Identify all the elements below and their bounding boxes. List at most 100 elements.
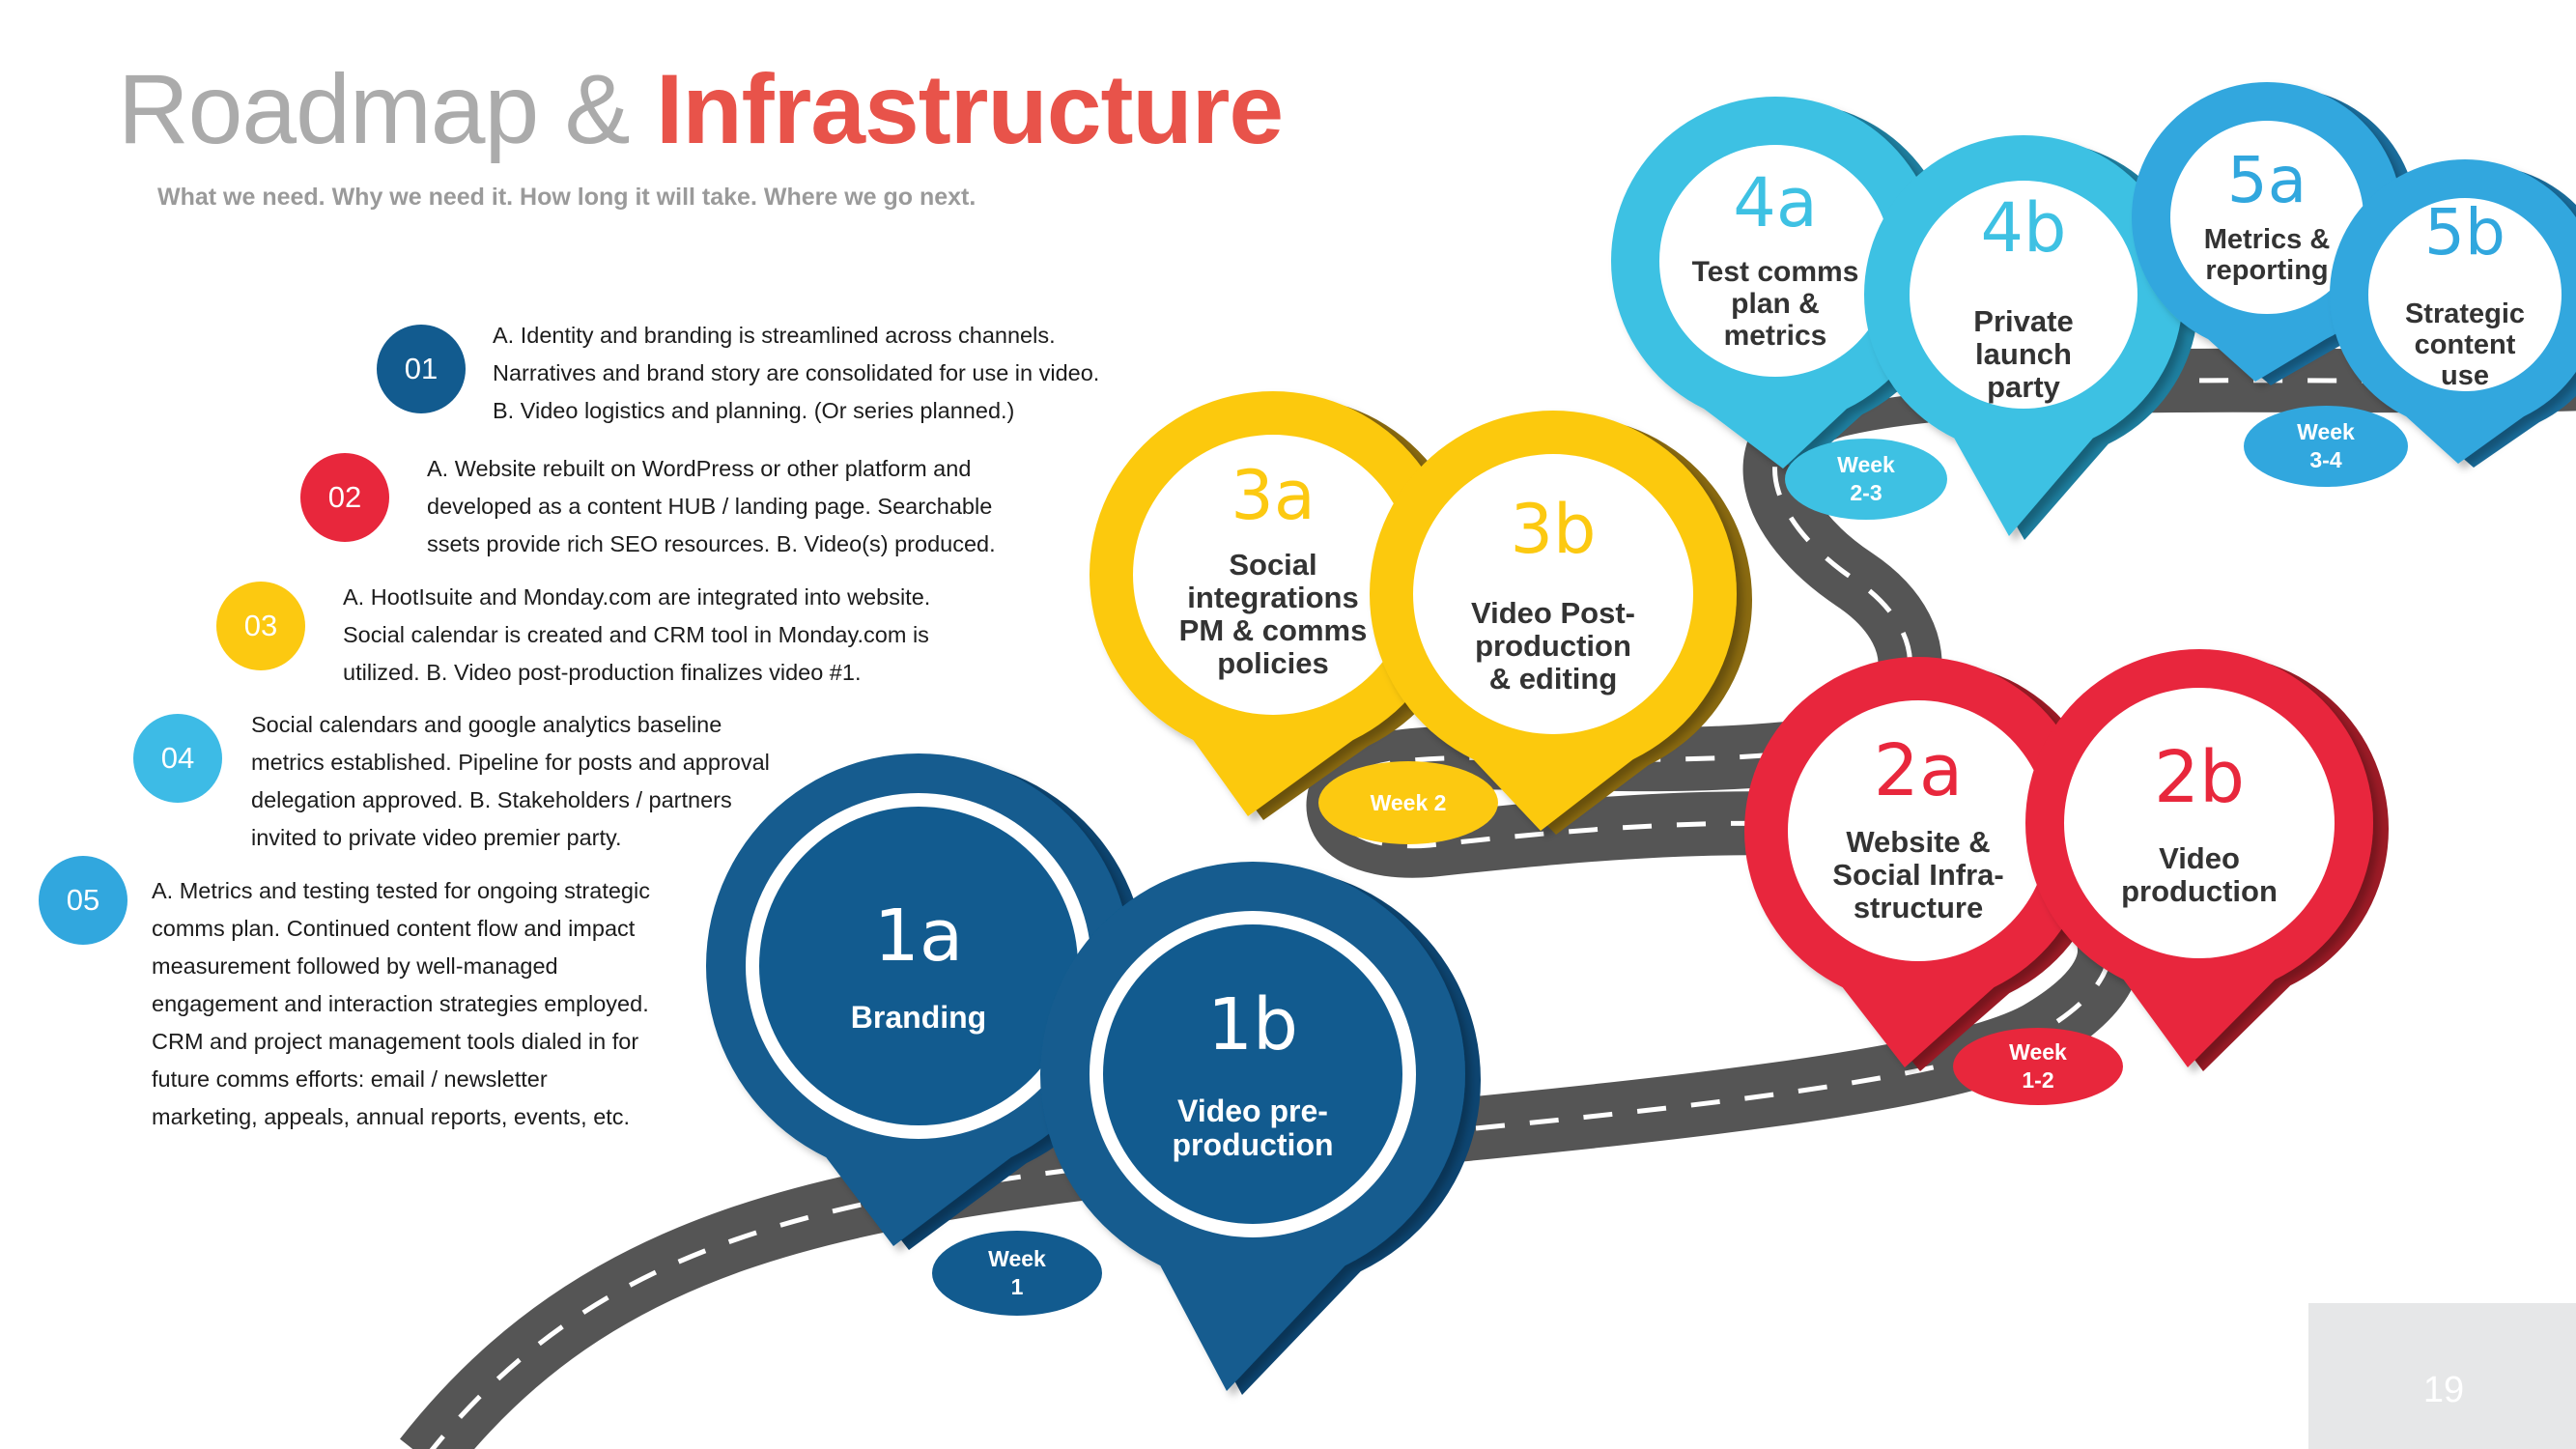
step-description-04: Social calendars and google analytics ba… <box>251 706 770 857</box>
milestone-pin-1a <box>705 753 1146 1250</box>
pin-label-line: integrations <box>1187 581 1359 614</box>
week-badge-line: 1 <box>1010 1274 1024 1299</box>
title-infrastructure: Infrastructure <box>655 54 1284 164</box>
step-description-line: A. Identity and branding is streamlined … <box>493 323 1056 348</box>
pin-face <box>759 807 1078 1125</box>
pin-label-line: Social <box>1229 548 1317 582</box>
pin-face <box>1659 145 1891 377</box>
pin-code: 5a <box>2226 143 2307 217</box>
page-number-box <box>2308 1303 2576 1449</box>
step-number-05: 05 <box>39 856 127 945</box>
milestone-pin-3a <box>1090 391 1473 820</box>
pin-label-line: Video <box>2159 841 2240 875</box>
pin-code: 1b <box>1206 982 1299 1066</box>
pin-code: 2b <box>2153 736 2246 819</box>
pin-label-line: Video pre- <box>1177 1093 1328 1128</box>
pin-label-line: party <box>1987 369 2060 404</box>
pin-label: Website &Social Infra-structure <box>1788 826 2049 924</box>
step-description-line: invited to private video premier party. <box>251 825 622 850</box>
pin-label-line: PM & comms <box>1178 613 1368 647</box>
step-number-03: 03 <box>216 582 305 670</box>
title-roadmap: Roadmap & <box>118 54 656 164</box>
pin-label-line: plan & <box>1731 287 1820 320</box>
step-description-line: CRM and project management tools dialed … <box>152 1029 639 1054</box>
page-number: 19 <box>2422 1370 2465 1410</box>
step-description-line: A. Website rebuilt on WordPress or other… <box>427 456 972 481</box>
pin-label: Branding <box>759 999 1078 1035</box>
pin-face <box>2170 121 2364 314</box>
week-badge: Week 2-3 <box>1785 439 1947 520</box>
milestone-pin-4b <box>1864 135 2198 540</box>
step-description-05: A. Metrics and testing tested for ongoin… <box>152 872 650 1136</box>
step-description-line: Social calendar is created and CRM tool … <box>343 622 929 647</box>
pin-code: 1a <box>873 894 964 978</box>
pin-code: 3a <box>1231 456 1316 535</box>
step-description-01: A. Identity and branding is streamlined … <box>493 317 1099 430</box>
week-badge-line: 2-3 <box>1850 480 1882 505</box>
step-description-line: B. Video logistics and planning. (Or ser… <box>493 398 1015 423</box>
pin-label-line: policies <box>1217 646 1329 680</box>
week-badge-line: Week <box>2297 419 2355 444</box>
step-description-line: future comms efforts: email / newsletter <box>152 1066 548 1092</box>
pin-label-line: Strategic <box>2404 298 2526 329</box>
week-badge-line: 1-2 <box>2022 1067 2054 1093</box>
pin-label-line: reporting <box>2205 255 2329 286</box>
pin-label: Video pre-production <box>1103 1094 1402 1162</box>
pin-face <box>1788 700 2049 961</box>
step-number-04: 04 <box>133 714 222 803</box>
pin-face <box>2368 198 2562 391</box>
pin-label-line: Branding <box>850 999 987 1035</box>
pin-label-line: Website & <box>1846 825 1991 859</box>
week-badge: Week 2 <box>1318 761 1498 844</box>
step-number-01: 01 <box>377 325 466 413</box>
pin-label-line: production <box>1172 1126 1334 1162</box>
pin-label-line: Test comms <box>1691 255 1859 288</box>
step-description-line: delegation approved. B. Stakeholders / p… <box>251 787 732 812</box>
pin-face <box>1413 454 1693 734</box>
pin-label-line: use <box>2441 359 2489 391</box>
page-subtitle: What we need. Why we need it. How long i… <box>157 184 977 211</box>
pin-label-line: structure <box>1853 891 1984 924</box>
pin-face <box>1910 181 2137 409</box>
step-description-line: developed as a content HUB / landing pag… <box>427 494 993 519</box>
pin-label-line: Private <box>1973 303 2074 338</box>
pin-code: 4a <box>1733 162 1818 242</box>
pin-label: Metrics &reporting <box>2170 224 2364 286</box>
week-badge-line: 3-4 <box>2309 447 2342 472</box>
step-description-line: ssets provide rich SEO resources. B. Vid… <box>427 531 996 556</box>
week-badge-line: Week 2 <box>1370 789 1447 815</box>
pin-code: 5b <box>2424 194 2505 270</box>
pin-label-line: content <box>2414 328 2516 360</box>
milestone-pin-2a <box>1743 657 2108 1071</box>
milestone-pin-4a <box>1611 96 1956 473</box>
pin-label-line: Metrics & <box>2203 224 2331 255</box>
pin-code: 3b <box>1510 489 1597 569</box>
step-description-line: comms plan. Continued content flow and i… <box>152 916 636 941</box>
pin-code: 2a <box>1873 729 1964 812</box>
week-badge-line: Week <box>1837 452 1895 477</box>
pin-label-line: & editing <box>1488 661 1618 696</box>
pin-face <box>2064 688 2335 958</box>
pin-label-line: production <box>2121 874 2278 908</box>
pin-label-line: Video Post- <box>1471 595 1635 630</box>
step-description-line: A. Metrics and testing tested for ongoin… <box>152 878 650 903</box>
step-description-line: measurement followed by well-managed <box>152 953 558 979</box>
pin-code: 4b <box>1980 187 2067 268</box>
step-description-02: A. Website rebuilt on WordPress or other… <box>427 450 996 563</box>
